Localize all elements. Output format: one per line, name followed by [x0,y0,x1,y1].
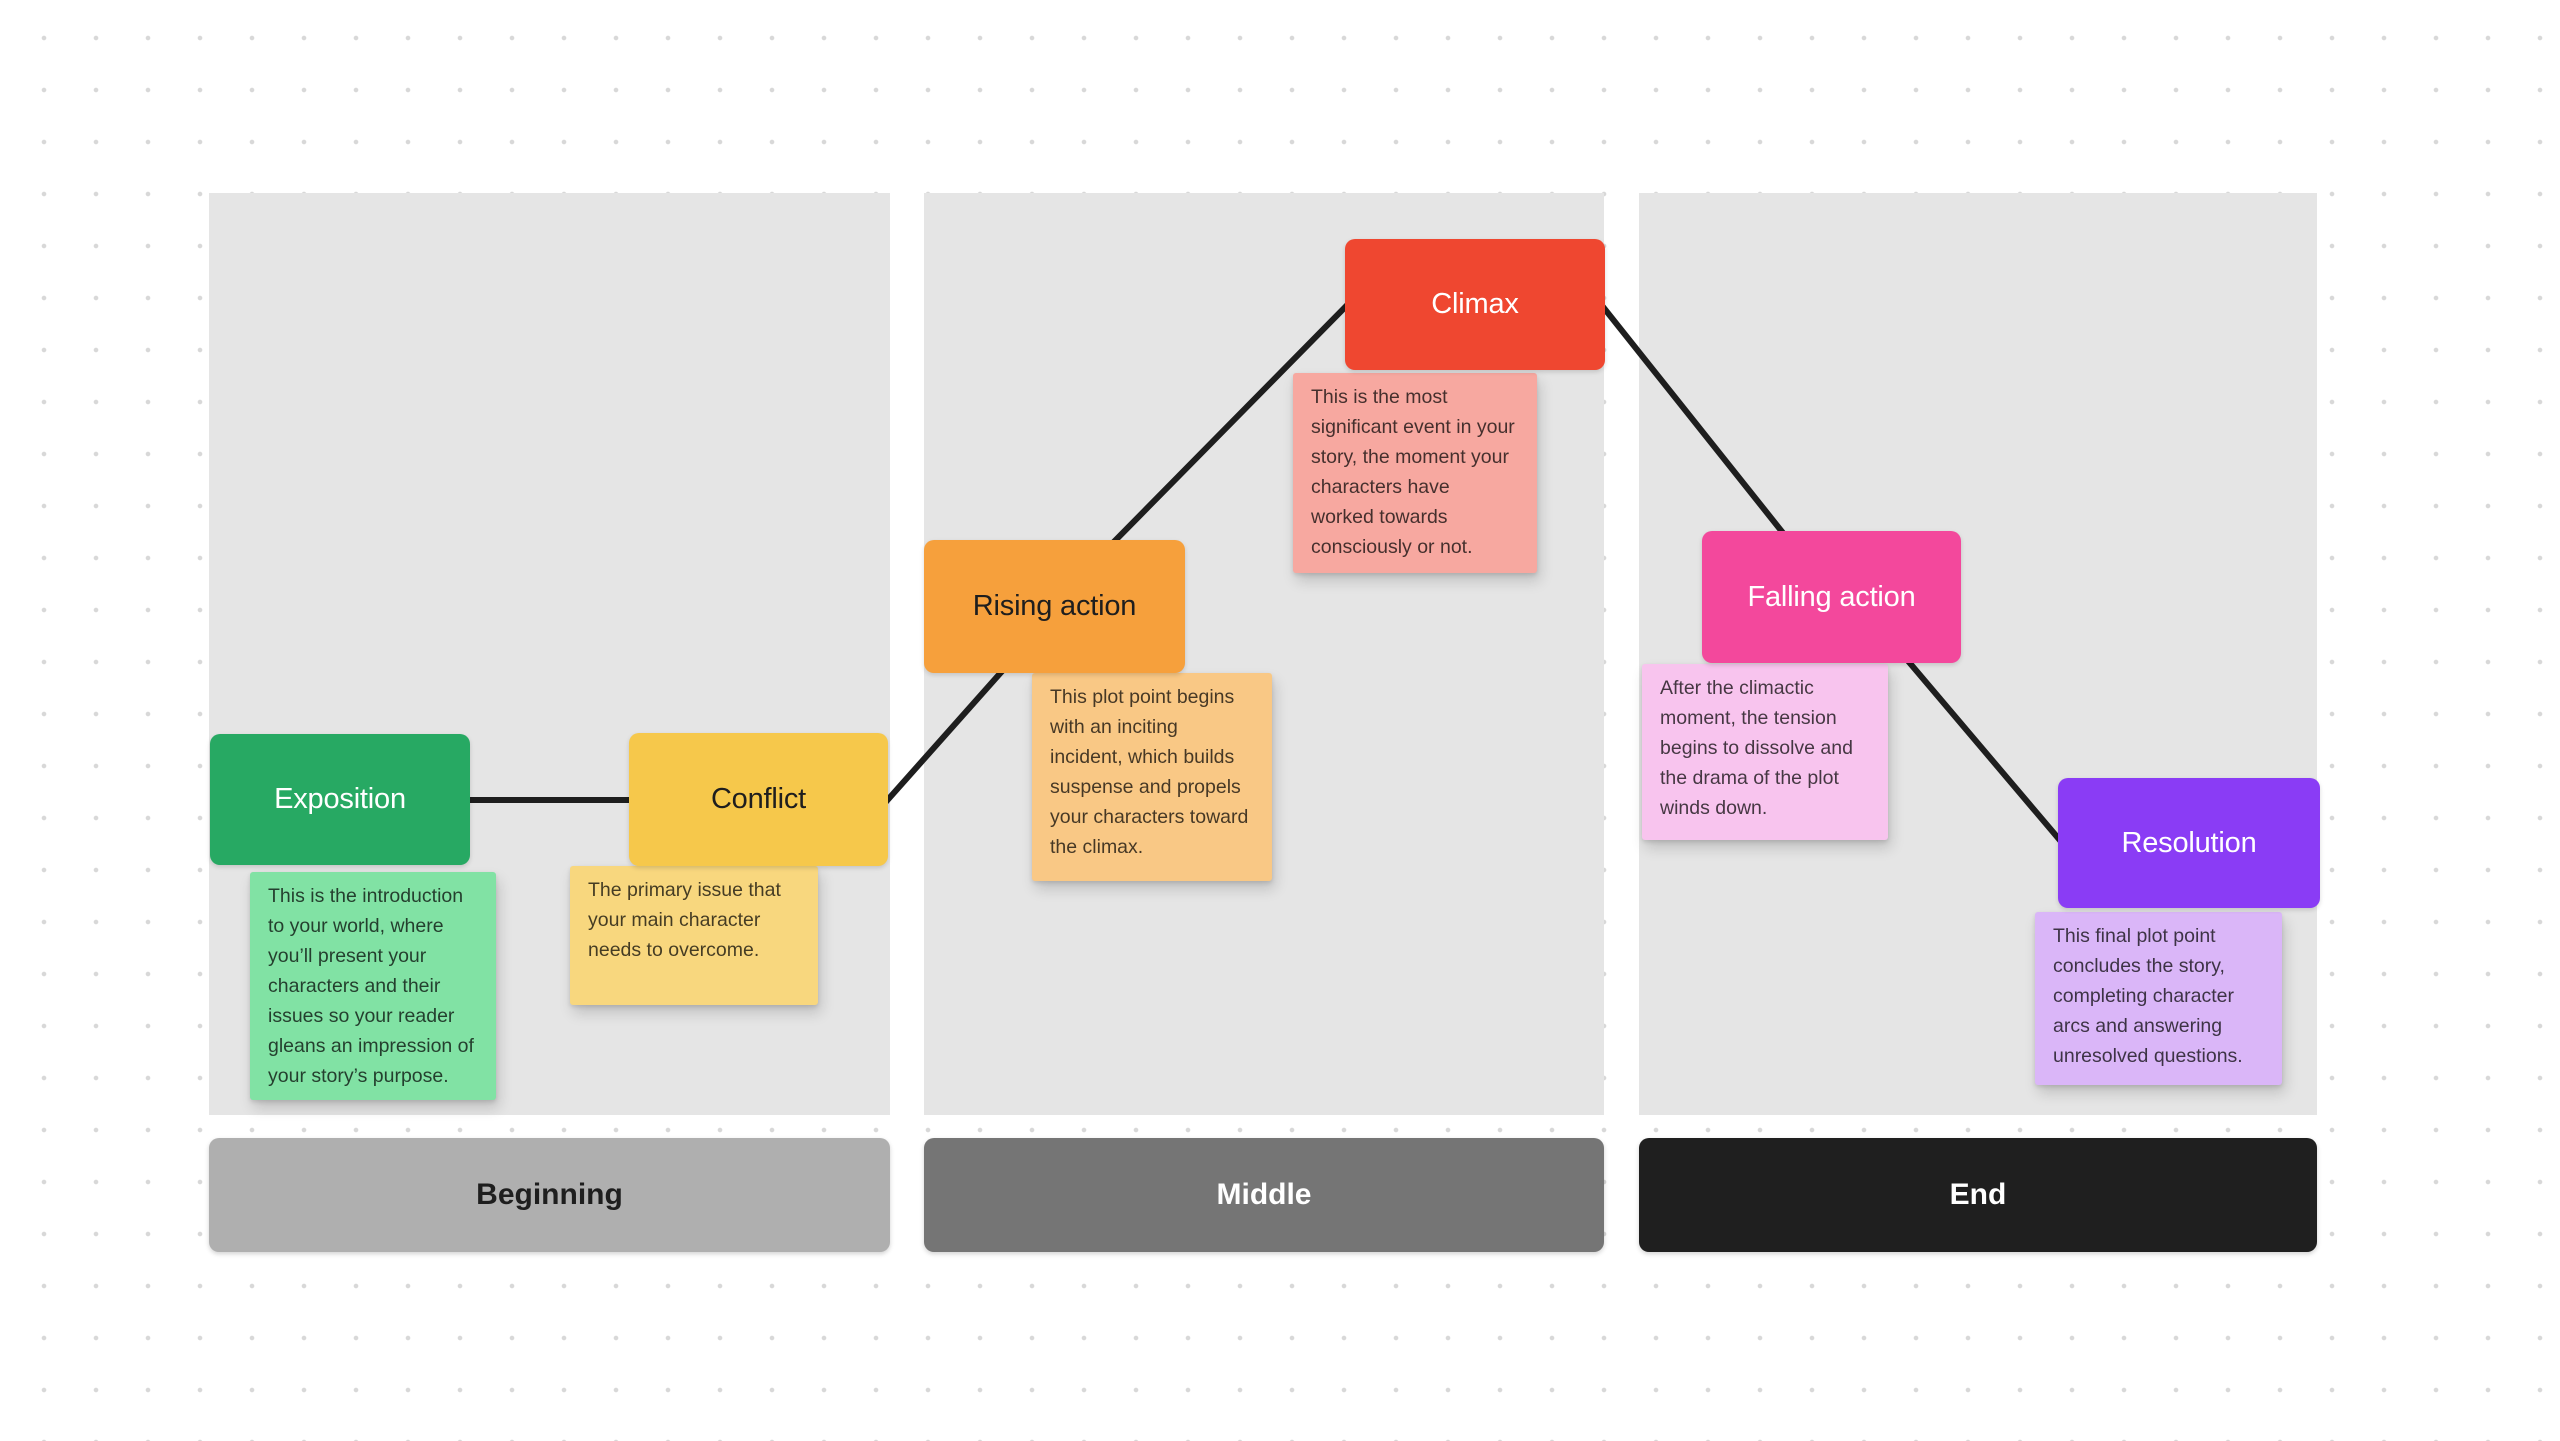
section-bar-end[interactable]: End [1639,1138,2317,1252]
sticky-note-climax[interactable]: This is the most significant event in yo… [1293,373,1537,573]
section-bar-label: Beginning [476,1178,623,1211]
plot-box-falling-action[interactable]: Falling action [1702,531,1961,663]
section-bar-label: Middle [1216,1178,1312,1211]
sticky-note-resolution[interactable]: This final plot point concludes the stor… [2035,912,2282,1085]
sticky-note-text: This final plot point concludes the stor… [2053,925,2243,1067]
plot-box-label: Falling action [1747,580,1916,613]
section-bar-beginning[interactable]: Beginning [209,1138,890,1252]
section-bar-middle[interactable]: Middle [924,1138,1604,1252]
plot-box-label: Climax [1431,288,1519,320]
sticky-note-rising-action[interactable]: This plot point begins with an inciting … [1032,673,1272,881]
sticky-note-text: After the climactic moment, the tension … [1660,677,1853,819]
sticky-note-text: The primary issue that your main charact… [588,879,781,961]
plot-box-climax[interactable]: Climax [1345,239,1605,370]
sticky-note-text: This is the introduction to your world, … [268,885,474,1087]
plot-box-rising-action[interactable]: Rising action [924,540,1185,673]
plot-box-exposition[interactable]: Exposition [210,734,470,865]
section-bar-label: End [1949,1178,2007,1211]
plot-box-resolution[interactable]: Resolution [2058,778,2320,908]
sticky-note-conflict[interactable]: The primary issue that your main charact… [570,866,818,1005]
plot-box-label: Conflict [710,783,807,815]
plot-box-label: Exposition [274,783,406,815]
plot-box-label: Rising action [972,590,1137,622]
plot-box-label: Resolution [2121,826,2257,859]
sticky-note-text: This plot point begins with an inciting … [1050,686,1249,858]
sticky-note-text: This is the most significant event in yo… [1311,386,1515,558]
sticky-note-falling-action[interactable]: After the climactic moment, the tension … [1642,664,1888,840]
plot-box-conflict[interactable]: Conflict [629,733,888,866]
sticky-note-exposition[interactable]: This is the introduction to your world, … [250,872,496,1100]
